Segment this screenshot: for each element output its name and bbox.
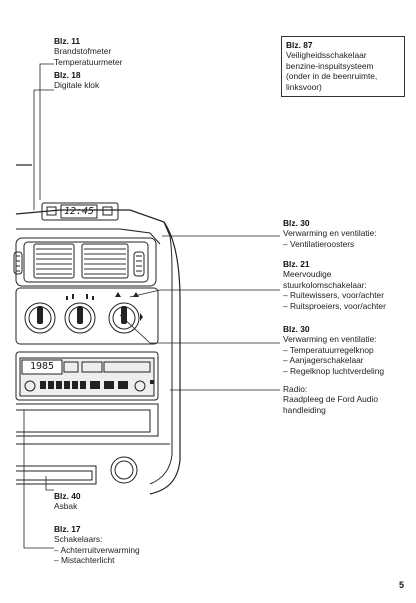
- callout-line: Digitale klok: [54, 80, 100, 91]
- heater-panel: [15, 287, 159, 345]
- round-switch: [110, 456, 138, 484]
- callout-vents: Blz. 30 Verwarming en ventilatie: – Vent…: [283, 218, 377, 249]
- storage-tray: [16, 403, 159, 437]
- callout-line: – Temperatuurregelknop: [283, 344, 374, 355]
- callout-line: – Achterruitverwarming: [54, 544, 140, 555]
- callout-fuel-temp: Blz. 11 Brandstofmeter Temperatuurmeter: [54, 36, 122, 67]
- fan-knob: [64, 302, 96, 334]
- callout-line: – Ventilatieroosters: [283, 238, 355, 249]
- callout-line: Schakelaars:: [54, 534, 103, 545]
- callout-line: Meervoudige: [283, 269, 332, 280]
- callout-ref: Blz. 40: [54, 491, 81, 501]
- callout-line: handleiding: [283, 404, 326, 415]
- temperature-knob: [24, 302, 56, 334]
- clock-screen: [60, 204, 98, 219]
- air-distribution-knob: [108, 302, 140, 334]
- callout-line: Raadpleeg de Ford Audio: [283, 394, 378, 405]
- callout-switches: Blz. 17 Schakelaars: – Achterruitverwarm…: [54, 524, 140, 566]
- leader-heat: [119, 314, 280, 344]
- leader-multi: [129, 289, 280, 298]
- callout-multifunction-switch: Blz. 21 Meervoudige stuurkolomschakelaar…: [283, 259, 386, 311]
- radio-display: 1985: [29, 361, 55, 372]
- radio-bezel: [15, 351, 159, 401]
- leader-fuel: [39, 63, 54, 200]
- callout-ref: Blz. 30: [283, 324, 310, 334]
- callout-line: – Ruitsproeiers, voor/achter: [283, 300, 386, 311]
- vent-panel: [15, 237, 157, 287]
- ashtray: [16, 465, 97, 485]
- callout-radio: Radio: Raadpleeg de Ford Audio handleidi…: [283, 384, 378, 415]
- leader-ash: [45, 476, 54, 491]
- callout-line: – Ruitewissers, voor/achter: [283, 290, 385, 301]
- callout-ref: Blz. 21: [283, 259, 310, 269]
- callout-line: benzine-inspuitsysteem: [286, 60, 374, 71]
- callout-ref: Blz. 17: [54, 524, 81, 534]
- callout-ref: Blz. 30: [283, 218, 310, 228]
- callout-ref: Blz. 18: [54, 70, 81, 80]
- callout-ref: Blz. 11: [54, 36, 81, 46]
- callout-line: stuurkolomschakelaar:: [283, 279, 367, 290]
- callout-ref: Blz. 87: [286, 40, 313, 50]
- callout-line: Asbak: [54, 501, 78, 512]
- callout-line: Brandstofmeter: [54, 46, 112, 57]
- callout-line: Veiligheidsschakelaar: [286, 50, 367, 61]
- callout-line: Verwarming en ventilatie:: [283, 334, 377, 345]
- leader-clock: [33, 89, 54, 210]
- clock-display: 12:45: [63, 206, 95, 217]
- callout-line: (onder in de beenruimte,: [286, 71, 378, 82]
- page-number: 5: [398, 580, 404, 590]
- callout-heating-controls: Blz. 30 Verwarming en ventilatie: – Temp…: [283, 324, 384, 376]
- callout-safety-switch: Blz. 87 Veiligheidsschakelaar benzine-in…: [281, 36, 405, 98]
- callout-line: Radio:: [283, 384, 308, 394]
- leader-switches: [23, 410, 54, 549]
- callout-line: – Mistachterlicht: [54, 555, 115, 566]
- callout-line: Temperatuurmeter: [54, 56, 123, 67]
- callout-line: Verwarming en ventilatie:: [283, 228, 377, 239]
- callout-line: linksvoor): [286, 81, 322, 92]
- callout-clock: Blz. 18 Digitale klok: [54, 70, 99, 91]
- callout-line: – Regelknop luchtverdeling: [283, 365, 385, 376]
- callout-ashtray: Blz. 40 Asbak: [54, 491, 81, 512]
- vent-slats: [16, 248, 142, 275]
- callout-line: – Aanjagerschakelaar: [283, 355, 364, 366]
